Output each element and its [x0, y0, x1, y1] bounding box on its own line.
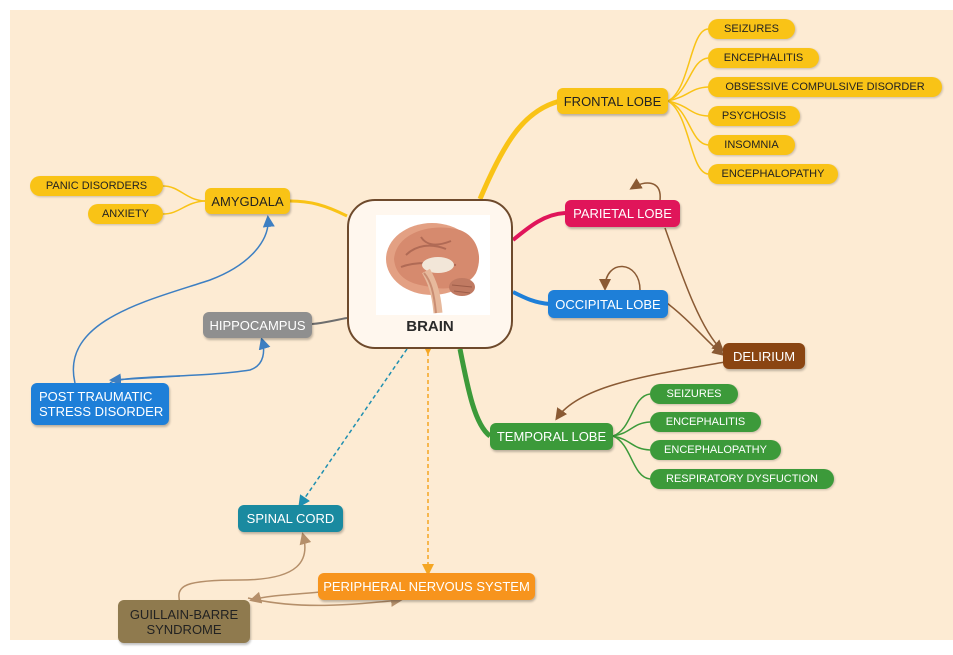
frontal-child-encephalopathy[interactable]: ENCEPHALOPATHY — [708, 164, 838, 184]
link-brain-temporal — [457, 348, 492, 439]
frontal-lobe-node[interactable]: FRONTAL LOBE — [557, 88, 668, 114]
frontal-child-ocd[interactable]: OBSESSIVE COMPULSIVE DISORDER — [708, 77, 942, 97]
link-brain-hippocampus — [311, 317, 348, 325]
gbs-line2: SYNDROME — [146, 621, 222, 637]
delirium-node[interactable]: DELIRIUM — [723, 343, 805, 369]
frontal-child-psychosis[interactable]: PSYCHOSIS — [708, 106, 800, 126]
brain-label: BRAIN — [406, 318, 454, 335]
brain-central-node[interactable]: BRAIN — [347, 199, 513, 349]
gbs-line1: GUILLAIN-BARRE — [129, 606, 239, 622]
temporal-child-respiratory[interactable]: RESPIRATORY DYSFUCTION — [650, 469, 834, 489]
frontal-child-encephalitis[interactable]: ENCEPHALITIS — [708, 48, 819, 68]
temporal-child-seizures[interactable]: SEIZURES — [650, 384, 738, 404]
ptsd-line2: STRESS DISORDER — [39, 404, 164, 419]
amygdala-child-anxiety[interactable]: ANXIETY — [88, 204, 163, 224]
peripheral-nervous-system-node[interactable]: PERIPHERAL NERVOUS SYSTEM — [318, 573, 535, 600]
link-brain-frontal — [477, 98, 561, 200]
temporal-lobe-node[interactable]: TEMPORAL LOBE — [490, 423, 613, 450]
frontal-child-insomnia[interactable]: INSOMNIA — [708, 135, 795, 155]
link-brain-amygdala — [289, 199, 348, 218]
occipital-lobe-node[interactable]: OCCIPITAL LOBE — [548, 290, 668, 318]
frontal-child-seizures[interactable]: SEIZURES — [708, 19, 795, 39]
brain-illustration-icon — [376, 215, 490, 315]
parietal-lobe-node[interactable]: PARIETAL LOBE — [565, 200, 680, 227]
amygdala-node[interactable]: AMYGDALA — [205, 188, 290, 214]
spinal-cord-node[interactable]: SPINAL CORD — [238, 505, 343, 532]
ptsd-line1: POST TRAUMATIC — [39, 389, 153, 404]
temporal-child-encephalitis[interactable]: ENCEPHALITIS — [650, 412, 761, 432]
guillain-barre-node[interactable]: GUILLAIN-BARRE SYNDROME — [118, 600, 250, 643]
amygdala-child-panic[interactable]: PANIC DISORDERS — [30, 176, 163, 196]
link-brain-parietal — [511, 211, 566, 242]
hippocampus-node[interactable]: HIPPOCAMPUS — [203, 312, 312, 338]
ptsd-node[interactable]: POST TRAUMATIC STRESS DISORDER — [31, 383, 169, 425]
temporal-child-encephalopathy[interactable]: ENCEPHALOPATHY — [650, 440, 781, 460]
link-brain-occipital — [512, 290, 551, 306]
